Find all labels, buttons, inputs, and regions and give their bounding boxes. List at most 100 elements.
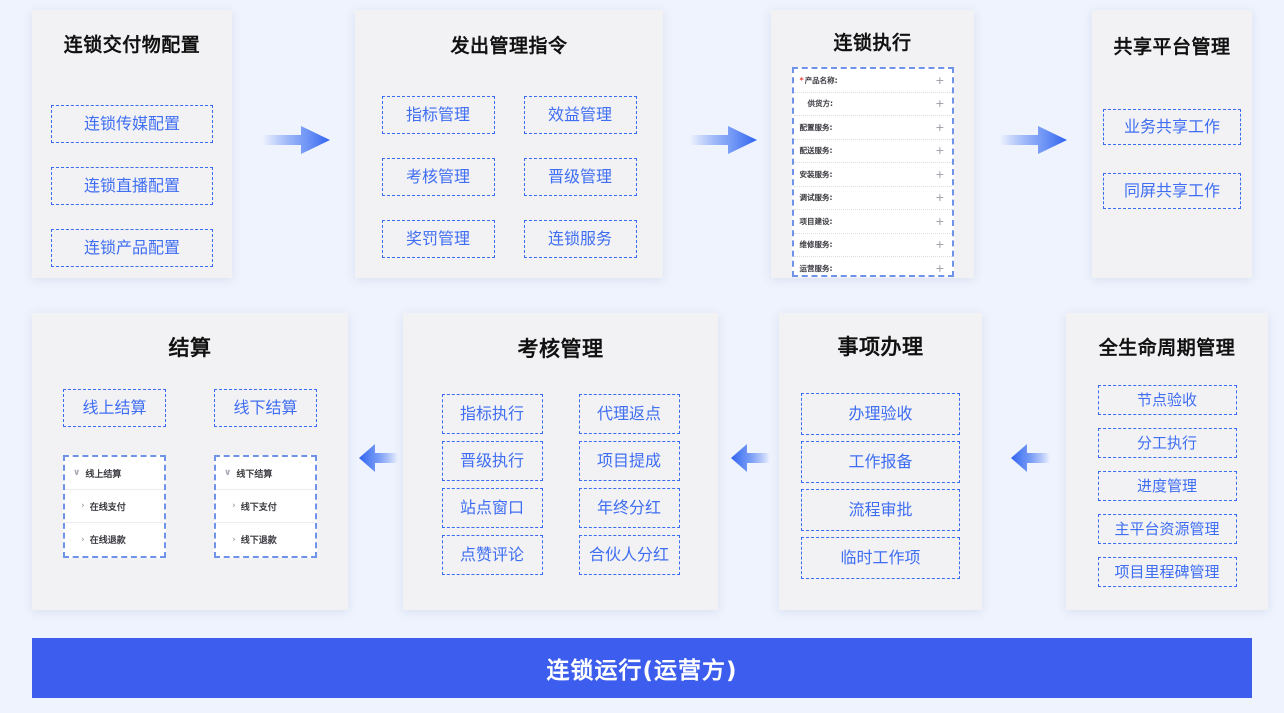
plus-icon[interactable]: + xyxy=(935,120,945,134)
button-assessment-management[interactable]: 考核管理 xyxy=(381,158,495,196)
row-label: 项目建设: xyxy=(799,216,833,226)
button-project-milestone-management[interactable]: 项目里程碑管理 xyxy=(1097,557,1237,587)
plus-icon[interactable]: + xyxy=(935,144,945,158)
tree-node-child[interactable]: › 线下支付 xyxy=(216,490,315,523)
row-label: 调试服务: xyxy=(799,193,833,203)
row-label: 供货方: xyxy=(807,99,834,109)
panel-assessment: 考核管理 指标执行 代理返点 晋级执行 项目提成 站点窗口 年终分红 点赞评论 … xyxy=(403,313,718,610)
footer-banner: 连锁运行(运营方) xyxy=(32,638,1252,698)
chevron-right-icon[interactable]: › xyxy=(81,501,85,511)
button-progress-management[interactable]: 进度管理 xyxy=(1097,471,1237,501)
chevron-right-icon[interactable]: › xyxy=(81,534,85,545)
button-indicator-execution[interactable]: 指标执行 xyxy=(441,394,543,434)
list-row[interactable]: *产品名称: + xyxy=(793,69,952,93)
row-label: 配送服务: xyxy=(799,146,833,156)
tree-node-label: 在线支付 xyxy=(89,502,126,513)
button-chain-media-config[interactable]: 连锁传媒配置 xyxy=(51,105,213,143)
tree-node-child[interactable]: › 在线支付 xyxy=(65,490,164,523)
panel-issue-instruction: 发出管理指令 指标管理 效益管理 考核管理 晋级管理 奖罚管理 连锁服务 xyxy=(355,10,663,278)
chevron-right-icon[interactable]: › xyxy=(232,501,236,511)
button-like-comment[interactable]: 点赞评论 xyxy=(441,535,543,575)
plus-icon[interactable]: + xyxy=(935,238,945,252)
tree-node-child[interactable]: › 在线退款 xyxy=(65,523,164,556)
arrow-execution-to-share xyxy=(1000,124,1068,156)
list-row[interactable]: 维修服务: + xyxy=(793,234,952,257)
list-row[interactable]: 项目建设: + xyxy=(793,210,952,234)
button-year-end-bonus[interactable]: 年终分红 xyxy=(578,488,680,528)
panel-title: 全生命周期管理 xyxy=(1098,337,1236,359)
panel-matter-handling: 事项办理 办理验收 工作报备 流程审批 临时工作项 xyxy=(779,313,982,610)
tree-node-label: 线下退款 xyxy=(240,536,277,546)
button-node-acceptance[interactable]: 节点验收 xyxy=(1097,385,1237,415)
tree-offline-settlement: ∨ 线下结算 › 线下支付 › 线下退款 xyxy=(214,455,317,558)
plus-icon[interactable]: + xyxy=(935,262,945,276)
row-label: *产品名称: xyxy=(799,75,838,85)
list-row[interactable]: 供货方: + xyxy=(793,93,952,116)
button-reward-penalty-management[interactable]: 奖罚管理 xyxy=(381,220,495,258)
plus-icon[interactable]: + xyxy=(935,167,945,181)
row-label: 安装服务: xyxy=(799,169,833,179)
list-row[interactable]: 配送服务: + xyxy=(793,140,952,163)
settlement-columns: 线上结算 ∨ 线上结算 › 在线支付 › 在线退款 xyxy=(32,389,348,558)
button-benefit-management[interactable]: 效益管理 xyxy=(523,96,637,134)
settlement-column-online: 线上结算 ∨ 线上结算 › 在线支付 › 在线退款 xyxy=(63,389,166,558)
row-label: 配置服务: xyxy=(799,122,833,132)
button-grid: 指标执行 代理返点 晋级执行 项目提成 站点窗口 年终分红 点赞评论 合伙人分红 xyxy=(403,394,718,575)
button-process-approval[interactable]: 流程审批 xyxy=(801,489,960,531)
tree-node-root[interactable]: ∨ 线下结算 xyxy=(216,457,315,490)
panel-lifecycle: 全生命周期管理 节点验收 分工执行 进度管理 主平台资源管理 项目里程碑管理 xyxy=(1066,313,1268,610)
button-offline-settlement[interactable]: 线下结算 xyxy=(214,389,317,427)
arrow-matter-to-assessment xyxy=(730,442,770,474)
list-row[interactable]: 运营服务: + xyxy=(794,257,952,276)
button-online-settlement[interactable]: 线上结算 xyxy=(63,389,166,427)
chevron-right-icon[interactable]: › xyxy=(232,534,236,545)
panel-title: 结算 xyxy=(168,336,212,360)
panel-title: 事项办理 xyxy=(837,335,924,359)
tree-online-settlement: ∨ 线上结算 › 在线支付 › 在线退款 xyxy=(63,455,166,558)
button-screen-share-work[interactable]: 同屏共享工作 xyxy=(1103,173,1241,209)
panel-delivery-config: 连锁交付物配置 连锁传媒配置 连锁直播配置 连锁产品配置 xyxy=(32,10,232,278)
panel-share-platform: 共享平台管理 业务共享工作 同屏共享工作 xyxy=(1092,10,1252,278)
button-division-execution[interactable]: 分工执行 xyxy=(1097,428,1237,458)
arrow-delivery-to-instruction xyxy=(263,124,331,156)
button-promotion-execution[interactable]: 晋级执行 xyxy=(441,441,543,481)
chevron-down-icon[interactable]: ∨ xyxy=(73,468,81,478)
button-site-window[interactable]: 站点窗口 xyxy=(441,488,543,528)
panel-settlement: 结算 线上结算 ∨ 线上结算 › 在线支付 › 在线退款 xyxy=(32,313,348,610)
panel-title: 连锁交付物配置 xyxy=(63,34,201,56)
plus-icon[interactable]: + xyxy=(935,191,945,205)
button-promotion-management[interactable]: 晋级管理 xyxy=(523,158,637,196)
button-agent-rebate[interactable]: 代理返点 xyxy=(578,394,680,434)
button-chain-service[interactable]: 连锁服务 xyxy=(523,220,637,258)
tree-node-child[interactable]: › 线下退款 xyxy=(216,523,315,556)
button-main-platform-resource-management[interactable]: 主平台资源管理 xyxy=(1097,514,1237,544)
button-work-filing[interactable]: 工作报备 xyxy=(801,441,960,483)
arrow-assessment-to-settlement xyxy=(358,442,398,474)
chevron-down-icon[interactable]: ∨ xyxy=(224,468,232,478)
arrow-lifecycle-to-matter xyxy=(1010,442,1050,474)
button-temporary-work-item[interactable]: 临时工作项 xyxy=(801,537,960,579)
button-handle-acceptance[interactable]: 办理验收 xyxy=(801,393,960,435)
panel-title: 共享平台管理 xyxy=(1113,36,1231,58)
list-row[interactable]: 安装服务: + xyxy=(793,163,952,187)
button-business-share-work[interactable]: 业务共享工作 xyxy=(1103,109,1241,145)
list-row[interactable]: 配置服务: + xyxy=(793,116,952,140)
button-indicator-management[interactable]: 指标管理 xyxy=(381,96,495,134)
row-label: 维修服务: xyxy=(799,240,833,250)
button-project-commission[interactable]: 项目提成 xyxy=(578,441,680,481)
list-row[interactable]: 调试服务: + xyxy=(793,187,952,210)
plus-icon[interactable]: + xyxy=(935,73,945,87)
button-chain-live-config[interactable]: 连锁直播配置 xyxy=(51,167,213,205)
tree-node-root[interactable]: ∨ 线上结算 xyxy=(65,457,164,490)
button-grid: 指标管理 效益管理 考核管理 晋级管理 奖罚管理 连锁服务 xyxy=(355,96,663,258)
button-chain-product-config[interactable]: 连锁产品配置 xyxy=(51,229,213,267)
button-list: 办理验收 工作报备 流程审批 临时工作项 xyxy=(779,393,982,579)
plus-icon[interactable]: + xyxy=(935,97,945,111)
button-partner-dividend[interactable]: 合伙人分红 xyxy=(578,535,680,575)
arrow-instruction-to-execution xyxy=(690,124,758,156)
plus-icon[interactable]: + xyxy=(935,214,945,228)
tree-node-label: 线下支付 xyxy=(240,502,277,513)
row-label: 运营服务: xyxy=(799,264,833,274)
panel-title: 发出管理指令 xyxy=(450,35,568,57)
